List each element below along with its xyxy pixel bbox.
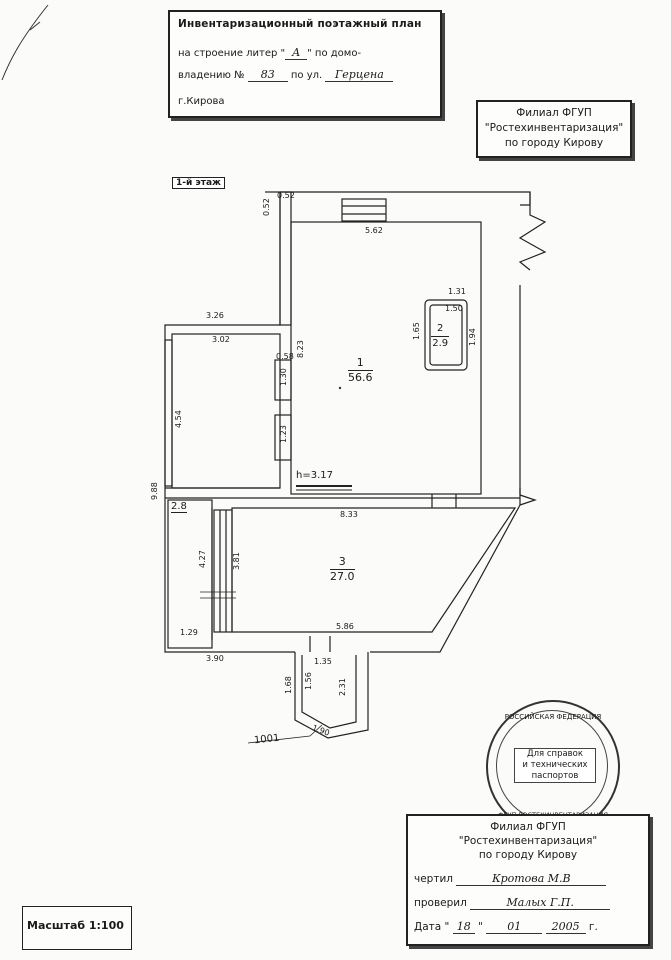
- room-3-label: 3 27.0: [330, 555, 355, 584]
- litera-value: А: [285, 46, 308, 60]
- dim-3-90: 3.90: [206, 654, 224, 663]
- room-2-area: 2.9: [432, 338, 449, 349]
- dim-3-81: 3.81: [232, 552, 241, 570]
- dim-5-86: 5.86: [336, 622, 354, 631]
- house-number: 83: [247, 68, 288, 82]
- room-1-label: 1 56.6: [348, 356, 373, 385]
- branch-line-2: "Ростехинвентаризация": [484, 122, 624, 134]
- dim-5-62: 5.62: [365, 226, 383, 235]
- dim-1-56: 1.56: [304, 672, 313, 690]
- title-line-1: на строение литер "А" по домо-: [178, 46, 362, 60]
- dim-8-33: 8.33: [340, 510, 358, 519]
- dim-3-26: 3.26: [206, 311, 224, 320]
- dim-2-31: 2.31: [338, 678, 347, 696]
- stamp-center: Для справок и технических паспортов: [514, 748, 596, 783]
- date-row: Дата " 18 " 01 2005 г.: [414, 920, 598, 934]
- sign-branch-line-2: "Ростехинвентаризация": [458, 835, 598, 847]
- dim-1-31: 1.31: [448, 287, 466, 296]
- room-3-number: 3: [330, 555, 355, 570]
- dim-1-50: 1.50: [445, 304, 463, 313]
- checked-name: Малых Г.П.: [470, 896, 611, 910]
- room-4-area: 2.8: [171, 501, 187, 513]
- stamp-ring-top: РОССИЙСКАЯ ФЕДЕРАЦИЯ: [504, 713, 602, 721]
- scale-box: Масштаб 1:100: [22, 906, 132, 950]
- scale-text: Масштаб 1:100: [27, 919, 124, 932]
- sign-branch-line-3: по городу Кирову: [478, 849, 578, 861]
- drew-row: чертил Кротова М.В: [414, 872, 607, 886]
- date-year: 2005: [545, 920, 586, 934]
- street-name: Герцена: [325, 68, 394, 82]
- dim-1-30: 1.30: [279, 368, 288, 386]
- dim-1-68: 1.68: [284, 676, 293, 694]
- room-3-area: 27.0: [330, 570, 355, 583]
- branch-office-box: Филиал ФГУП "Ростехинвентаризация" по го…: [476, 100, 632, 158]
- room-1-number: 1: [348, 356, 373, 371]
- dim-1-35: 1.35: [314, 657, 332, 666]
- room-2-label: 2 2.9: [431, 322, 450, 351]
- dim-4-27: 4.27: [198, 550, 207, 568]
- dim-4-54: 4.54: [174, 410, 183, 428]
- dim-1-65: 1.65: [412, 322, 421, 340]
- corner-scribble: [1, 4, 49, 81]
- title-block: Инвентаризационный поэтажный план на стр…: [168, 10, 442, 118]
- date-day: 18: [452, 920, 475, 934]
- dim-8-23: 8.23: [296, 340, 305, 358]
- branch-line-1: Филиал ФГУП: [516, 107, 592, 119]
- room-2-number: 2: [431, 322, 450, 337]
- room-1-area: 56.6: [348, 371, 373, 384]
- dim-1-23: 1.23: [279, 425, 288, 443]
- ceiling-height: h=3.17: [296, 470, 333, 481]
- dim-1-29: 1.29: [180, 628, 198, 637]
- dim-9-88: 9.88: [150, 482, 159, 500]
- dim-0-52: 0.52: [277, 191, 295, 200]
- signature-block: Филиал ФГУП "Ростехинвентаризация" по го…: [406, 814, 650, 946]
- dim-0-52-vertical: 0.52: [262, 198, 271, 216]
- dim-0-58: 0.58: [276, 352, 294, 361]
- floor-label: 1-й этаж: [172, 177, 226, 189]
- drew-name: Кротова М.В: [456, 872, 607, 886]
- dim-1-94: 1.94: [468, 328, 477, 346]
- room-4-label: 2.8: [171, 500, 187, 514]
- dim-3-02: 3.02: [212, 335, 230, 344]
- branch-line-3: по городу Кирову: [504, 137, 604, 149]
- title-line-2: владению № 83 по ул. Герцена: [178, 68, 394, 82]
- sign-branch-line-1: Филиал ФГУП: [490, 821, 566, 833]
- checked-row: проверил Малых Г.П.: [414, 896, 611, 910]
- title-heading: Инвентаризационный поэтажный план: [178, 18, 422, 30]
- date-month: 01: [486, 920, 543, 934]
- title-city: г.Кирова: [178, 96, 225, 107]
